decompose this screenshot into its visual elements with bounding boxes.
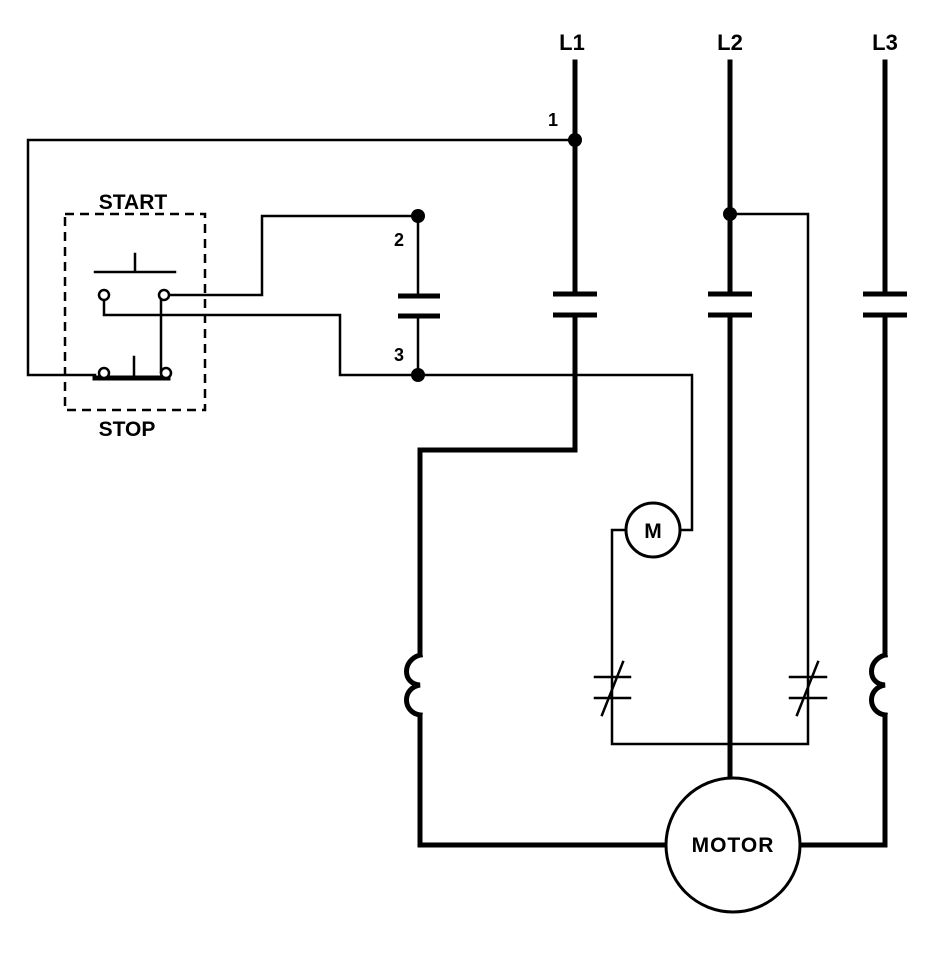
start-pushbutton <box>93 252 177 302</box>
overload-contact-right <box>788 660 828 717</box>
main-contact-l1 <box>553 291 597 318</box>
motor-label: MOTOR <box>692 834 775 857</box>
junction-node-3 <box>411 368 425 382</box>
main-contact-l3 <box>863 291 907 318</box>
stop-terminal-right <box>159 366 173 380</box>
overload-heater-l3 <box>869 651 889 718</box>
label-l1: L1 <box>559 30 585 55</box>
start-label: START <box>99 191 168 214</box>
motor: MOTOR <box>664 776 802 914</box>
junction-node-2 <box>411 209 425 223</box>
junction-l2 <box>723 207 737 221</box>
pushbutton-station-enclosure <box>63 212 207 412</box>
node-label-1: 1 <box>548 110 558 130</box>
label-l2: L2 <box>717 30 743 55</box>
overload-heater-l1 <box>404 651 424 718</box>
holding-contact <box>398 293 440 319</box>
power-line-l3 <box>797 59 888 848</box>
overload-contact-left <box>593 660 632 717</box>
start-terminal-right <box>157 288 171 302</box>
node-label-2: 2 <box>394 230 404 250</box>
node-label-3: 3 <box>394 345 404 365</box>
contactor-coil: M <box>624 501 682 559</box>
coil-label: M <box>644 520 662 543</box>
junction-node-1 <box>568 133 582 147</box>
control-wiring <box>26 138 810 746</box>
power-line-l1 <box>417 59 671 848</box>
start-terminal-left <box>97 288 111 302</box>
stop-terminal-left <box>97 366 111 380</box>
stop-pushbutton <box>92 355 173 381</box>
stop-label: STOP <box>99 418 156 441</box>
main-contact-l2 <box>708 291 752 318</box>
label-l3: L3 <box>872 30 898 55</box>
